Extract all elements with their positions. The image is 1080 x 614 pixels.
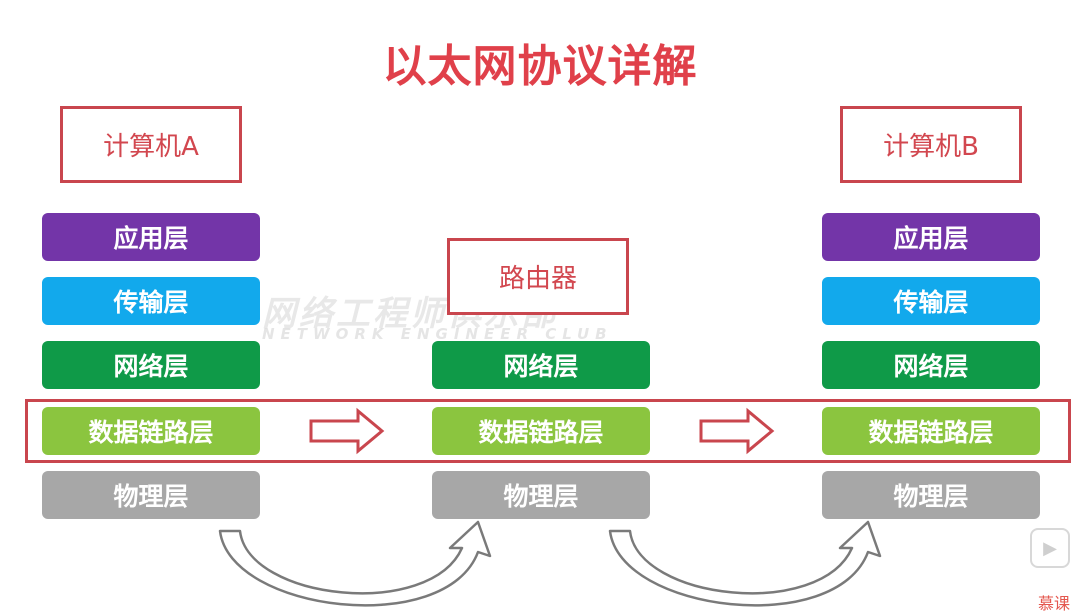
computer-b-datalink-layer: 数据链路层 bbox=[822, 407, 1040, 455]
curved-arrow-icon bbox=[218, 520, 492, 607]
router-network-layer: 网络层 bbox=[432, 341, 650, 389]
play-button-icon[interactable]: ▶ bbox=[1030, 528, 1070, 568]
computer-b-network-layer: 网络层 bbox=[822, 341, 1040, 389]
computer-a-datalink-layer: 数据链路层 bbox=[42, 407, 260, 455]
computer-a-network-layer: 网络层 bbox=[42, 341, 260, 389]
datalink-highlight-frame bbox=[25, 399, 1071, 463]
hollow-right-arrow-icon bbox=[309, 407, 385, 455]
hollow-right-arrow-icon bbox=[699, 407, 775, 455]
watermark-subtext: NETWORK ENGINEER CLUB bbox=[262, 325, 613, 343]
computer-b-transport-layer: 传输层 bbox=[822, 277, 1040, 325]
router-physical-layer: 物理层 bbox=[432, 471, 650, 519]
computer-b-label: 计算机B bbox=[840, 106, 1022, 183]
router-datalink-layer: 数据链路层 bbox=[432, 407, 650, 455]
page-title: 以太网协议详解 bbox=[382, 41, 698, 92]
computer-a-transport-layer: 传输层 bbox=[42, 277, 260, 325]
router-label: 路由器 bbox=[447, 238, 629, 315]
corner-logo-text: 慕课 bbox=[1038, 594, 1071, 613]
curved-arrow-icon bbox=[608, 520, 882, 607]
computer-a-label: 计算机A bbox=[60, 106, 242, 183]
computer-b-physical-layer: 物理层 bbox=[822, 471, 1040, 519]
computer-a-physical-layer: 物理层 bbox=[42, 471, 260, 519]
computer-b-application-layer: 应用层 bbox=[822, 213, 1040, 261]
computer-a-application-layer: 应用层 bbox=[42, 213, 260, 261]
